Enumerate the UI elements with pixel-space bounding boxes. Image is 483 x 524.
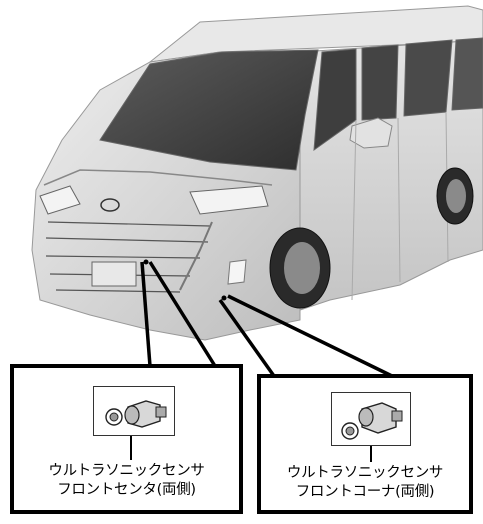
sensor-thumbnail-corner [331,392,411,446]
ultrasonic-sensor-icon [105,400,167,428]
callout-front-corner: ウルトラソニックセンサ フロントコーナ(両側) [257,374,473,514]
side-window-rear [403,39,453,117]
caption-front-center: ウルトラソニックセンサ フロントセンタ(両側) [14,462,239,500]
caption-line-2: フロントセンタ(両側) [57,482,196,498]
minivan-illustration [31,5,483,341]
side-window-front [313,48,357,152]
caption-line-1: ウルトラソニックセンサ [286,465,444,481]
brand-emblem [100,198,120,212]
headlight-left [39,185,81,215]
side-mirror [349,117,393,149]
leader-line-center [140,261,217,367]
caption-front-corner: ウルトラソニックセンサ フロントコーナ(両側) [261,464,469,502]
headlight-right [189,185,269,215]
callout-front-center: ウルトラソニックセンサ フロントセンタ(両側) [10,364,243,514]
leader-line-corner [218,294,393,378]
sensor-thumbnail-center [93,386,175,436]
ultrasonic-sensor-icon [341,402,403,440]
sensor-position-corner [221,295,227,301]
license-plate [91,261,137,287]
caption-line-2: フロントコーナ(両側) [295,484,435,500]
van-roof [148,5,483,63]
caption-line-1: ウルトラソニックセンサ [48,463,205,479]
windshield [99,49,319,171]
side-window-middle [361,44,399,121]
sensor-position-center [143,259,149,265]
